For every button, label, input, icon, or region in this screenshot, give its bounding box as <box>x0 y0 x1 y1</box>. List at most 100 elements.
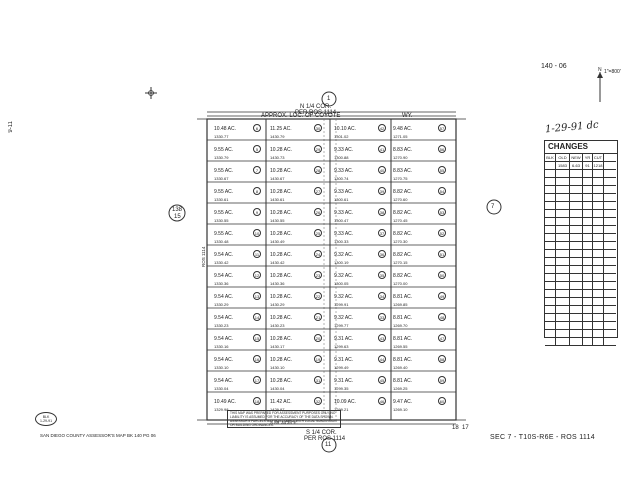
parcel-side-length: 1430.61 <box>270 197 285 202</box>
parcel-number: 7 <box>253 166 261 174</box>
changes-empty-cell <box>545 274 556 282</box>
parcel-acreage: 11.25 AC. <box>270 126 292 132</box>
parcel-number: 24 <box>314 250 322 258</box>
crosshair-icon <box>145 87 157 99</box>
changes-empty-cell <box>583 194 593 202</box>
changes-empty-cell <box>583 274 593 282</box>
north-corner-label: N 1/4 COR. <box>300 104 332 110</box>
changes-empty-cell <box>556 194 570 202</box>
changes-empty-cell <box>556 242 570 250</box>
changes-empty-cell <box>593 202 604 210</box>
parcel-number: 25 <box>314 229 322 237</box>
changes-header-cut: CUT <box>593 154 604 162</box>
stamp-line-2: 1-29-91 <box>39 419 53 423</box>
changes-empty-cell <box>570 314 583 322</box>
parcel-side-length: 1330.77 <box>214 134 229 139</box>
changes-empty-cell <box>556 330 570 338</box>
parcel-side-length: 1269.10 <box>393 407 408 412</box>
parcel-side-length: 1330.67 <box>214 176 229 181</box>
parcel-number: 35 <box>378 271 386 279</box>
parcel-number: 19 <box>314 355 322 363</box>
bottom-circle-label: 11 <box>325 442 332 448</box>
parcel-number: 14 <box>253 313 261 321</box>
parcel-acreage: 9.54 AC. <box>214 294 234 300</box>
changes-empty-cell <box>545 314 556 322</box>
parcel-number: 27 <box>314 187 322 195</box>
parcel-acreage: 11.42 AC. <box>270 399 292 405</box>
parcel-side-length: 1330.55 <box>214 218 229 223</box>
changes-empty-row <box>545 274 617 282</box>
changes-empty-cell <box>604 258 616 266</box>
changes-empty-cell <box>556 186 570 194</box>
changes-empty-cell <box>604 202 616 210</box>
parcel-acreage: 8.83 AC. <box>393 168 413 174</box>
changes-empty-cell <box>556 178 570 186</box>
changes-empty-cell <box>604 178 616 186</box>
right-section-label: 7 <box>491 204 495 210</box>
changes-empty-row <box>545 322 617 330</box>
parcel-side-length: 1430.04 <box>270 386 285 391</box>
changes-empty-cell <box>545 218 556 226</box>
parcel-acreage: 9.32 AC. <box>334 252 354 258</box>
parcel-number: 49 <box>438 292 446 300</box>
changes-empty-cell <box>593 274 604 282</box>
parcel-side-length: 1330.42 <box>214 260 229 265</box>
changes-empty-cell <box>593 170 604 178</box>
changes-empty-cell <box>593 322 604 330</box>
parcel-acreage: 8.83 AC. <box>393 147 413 153</box>
changes-empty-cell <box>570 234 583 242</box>
changes-empty-cell <box>593 258 604 266</box>
changes-empty-cell <box>570 202 583 210</box>
parcel-number: 43 <box>378 334 386 342</box>
parcel-number: 21 <box>314 313 322 321</box>
changes-empty-row <box>545 338 617 346</box>
changes-empty-row <box>545 226 617 234</box>
parcel-number: 47 <box>438 334 446 342</box>
changes-empty-cell <box>545 330 556 338</box>
changes-empty-cell <box>570 170 583 178</box>
top-circle-label: 1 <box>327 96 331 102</box>
parcel-side-length: 1269.70 <box>393 323 408 328</box>
changes-empty-cell <box>556 226 570 234</box>
parcel-number: 53 <box>438 208 446 216</box>
changes-empty-cell <box>593 290 604 298</box>
changes-empty-cell <box>604 338 616 346</box>
changes-cell-spacer <box>604 162 616 170</box>
changes-empty-cell <box>545 170 556 178</box>
changes-empty-cell <box>593 282 604 290</box>
parcel-number: 37 <box>378 229 386 237</box>
parcel-number: 10 <box>253 229 261 237</box>
changes-empty-cell <box>556 170 570 178</box>
changes-empty-cell <box>583 314 593 322</box>
changes-empty-cell <box>545 322 556 330</box>
changes-empty-cell <box>556 258 570 266</box>
parcel-acreage: 10.28 AC. <box>270 210 292 216</box>
changes-empty-cell <box>556 282 570 290</box>
parcel-number: 28 <box>314 166 322 174</box>
parcel-acreage: 9.54 AC. <box>214 315 234 321</box>
parcel-acreage: 10.09 AC. <box>334 399 356 405</box>
changes-empty-cell <box>570 274 583 282</box>
parcel-acreage: 8.81 AC. <box>393 315 413 321</box>
parcel-side-length: 1330.79 <box>214 155 229 160</box>
parcel-side-length: 1430.17 <box>270 344 285 349</box>
changes-empty-cell <box>583 266 593 274</box>
parcel-acreage: 8.81 AC. <box>393 378 413 384</box>
changes-empty-cell <box>570 226 583 234</box>
changes-empty-cell <box>583 202 593 210</box>
parcel-side-length: 1299.49 <box>334 365 349 370</box>
parcel-acreage: 10.28 AC. <box>270 168 292 174</box>
parcel-acreage: 9.31 AC. <box>334 336 354 342</box>
changes-empty-cell <box>604 290 616 298</box>
changes-empty-cell <box>604 330 616 338</box>
changes-empty-cell <box>570 306 583 314</box>
changes-empty-cell <box>604 322 616 330</box>
map-scale: 1"=800' <box>604 69 621 75</box>
left-section-top: 138 <box>172 207 183 213</box>
changes-cell-new: 6-63 <box>570 162 583 170</box>
changes-empty-cell <box>604 274 616 282</box>
parcel-number: 15 <box>253 334 261 342</box>
changes-empty-cell <box>545 266 556 274</box>
changes-empty-cell <box>583 258 593 266</box>
